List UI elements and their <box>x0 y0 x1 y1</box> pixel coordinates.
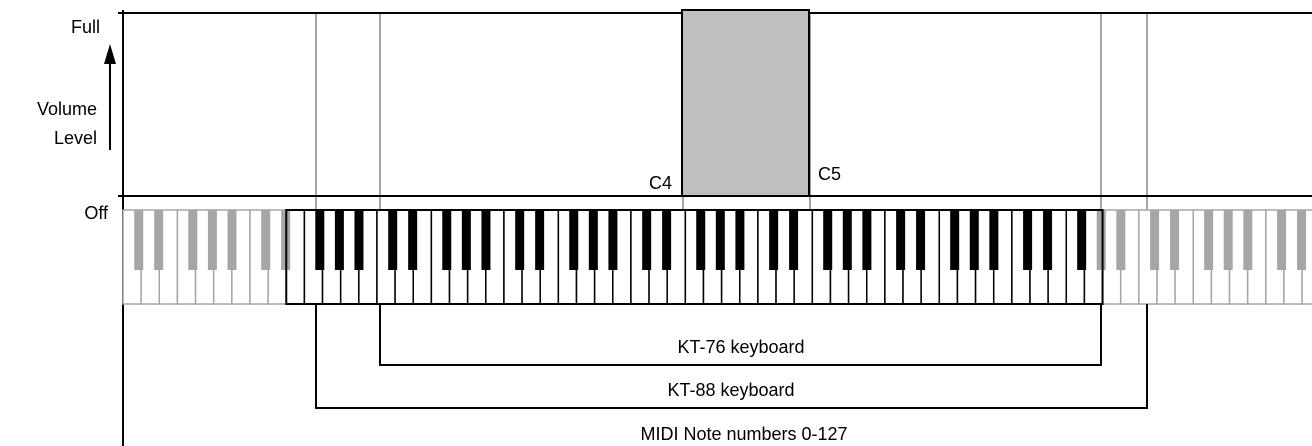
black-key <box>1043 210 1053 270</box>
black-key <box>207 210 217 270</box>
kt88-bracket <box>315 304 1148 409</box>
black-key <box>134 210 144 270</box>
black-key <box>842 210 852 270</box>
black-key <box>481 210 491 270</box>
black-key <box>535 210 545 270</box>
black-key <box>1277 210 1287 270</box>
black-key <box>696 210 706 270</box>
black-key <box>334 210 344 270</box>
black-key <box>388 210 398 270</box>
c4-label: C4 <box>649 173 672 193</box>
black-key <box>315 210 325 270</box>
black-key <box>188 210 198 270</box>
black-key <box>608 210 618 270</box>
black-key <box>461 210 471 270</box>
black-key <box>408 210 418 270</box>
black-key <box>515 210 525 270</box>
black-key <box>442 210 452 270</box>
black-key <box>823 210 833 270</box>
black-key <box>896 210 906 270</box>
volume-label-line1: Volume <box>37 99 97 119</box>
black-key <box>1297 210 1307 270</box>
volume-window-c4-c5 <box>681 9 810 197</box>
off-label: Off <box>84 203 109 223</box>
black-key <box>1204 210 1214 270</box>
black-key <box>1023 210 1033 270</box>
black-key <box>862 210 872 270</box>
black-key <box>715 210 725 270</box>
black-key <box>950 210 960 270</box>
volume-label-line2: Level <box>54 128 97 148</box>
black-key <box>769 210 779 270</box>
black-key <box>588 210 598 270</box>
black-key <box>569 210 579 270</box>
black-key <box>1223 210 1233 270</box>
active-keyboard-frame <box>285 209 1104 305</box>
black-key <box>354 210 364 270</box>
kt76-label: KT-76 keyboard <box>677 337 804 357</box>
kt76-bracket <box>379 304 1102 366</box>
black-key <box>1077 210 1087 270</box>
volume-arrow-up-icon <box>104 44 116 64</box>
black-key <box>1243 210 1253 270</box>
full-label: Full <box>71 17 100 37</box>
black-key <box>1096 210 1106 270</box>
midi-range-label: MIDI Note numbers 0-127 <box>640 424 847 444</box>
black-key <box>261 210 271 270</box>
black-key <box>916 210 926 270</box>
c5-label: C5 <box>818 164 841 184</box>
black-key <box>1170 210 1180 270</box>
black-key <box>1116 210 1126 270</box>
kt88-label: KT-88 keyboard <box>667 380 794 400</box>
range-brackets <box>315 304 1148 409</box>
black-key <box>969 210 979 270</box>
black-key <box>789 210 799 270</box>
piano-keyboard <box>122 209 1312 305</box>
black-key <box>642 210 652 270</box>
black-key <box>227 210 237 270</box>
black-key <box>735 210 745 270</box>
black-key <box>662 210 672 270</box>
black-key <box>154 210 164 270</box>
black-key <box>1150 210 1160 270</box>
black-key <box>989 210 999 270</box>
